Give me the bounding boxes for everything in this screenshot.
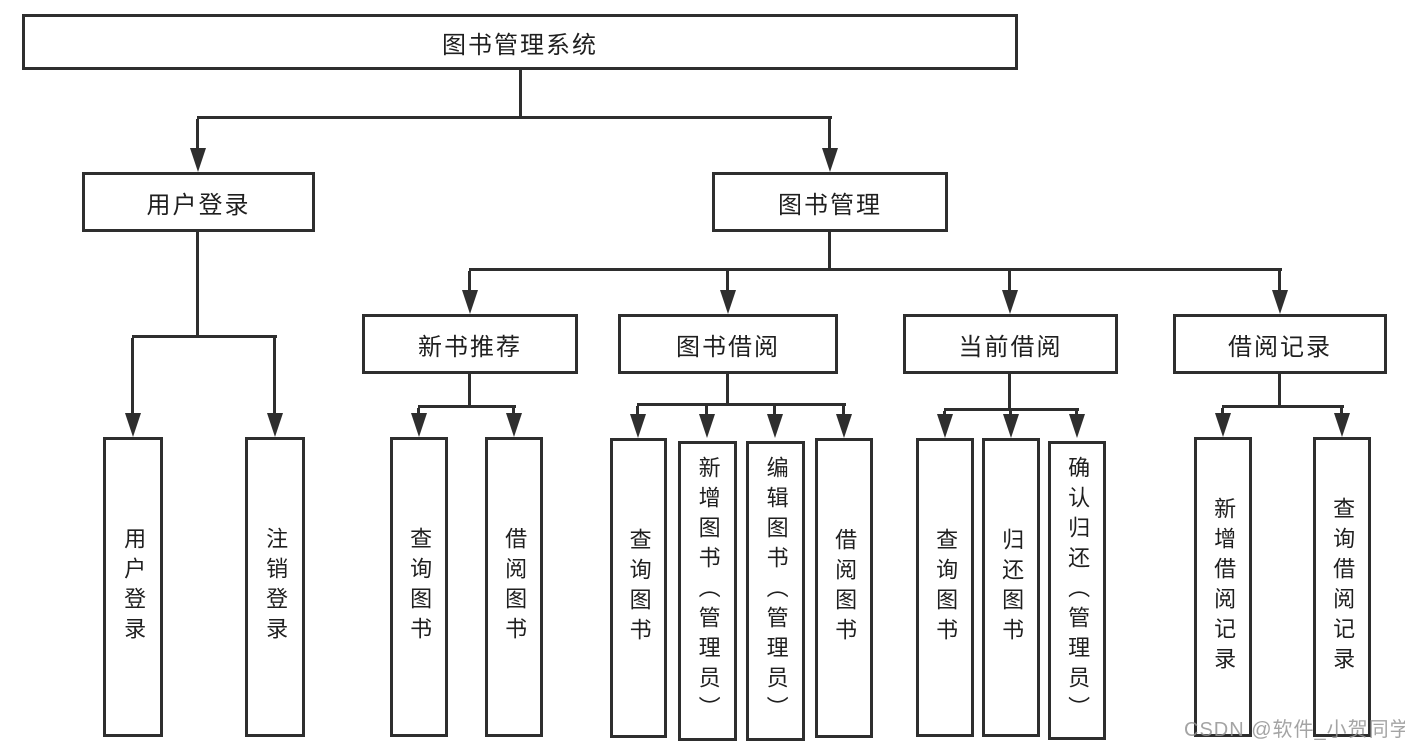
node-label: 查询图书 [407, 527, 433, 647]
connector-hline [418, 405, 516, 408]
node-new-book-recommend: 新书推荐 [362, 314, 578, 374]
node-label: 用户登录 [121, 527, 147, 647]
node-label: 新增图书（管理员） [695, 456, 721, 726]
arrow-down-icon [630, 414, 646, 438]
connector-vline [828, 232, 831, 270]
arrow-down-icon [836, 414, 852, 438]
arrow-stem [417, 408, 420, 413]
arrow-down-icon [822, 148, 838, 172]
arrow-down-icon [506, 413, 522, 437]
arrow-stem [842, 406, 845, 414]
node-query-books-current: 查询图书 [916, 438, 974, 737]
node-label: 查询图书 [933, 527, 959, 648]
node-user-login-leaf: 用户登录 [103, 437, 163, 737]
node-label: 借阅图书 [502, 527, 528, 647]
node-current-borrowing: 当前借阅 [903, 314, 1118, 374]
connector-hline [132, 335, 277, 338]
node-query-books-recommend: 查询图书 [390, 437, 448, 737]
arrow-stem [1075, 411, 1078, 414]
arrow-stem [943, 411, 946, 414]
arrow-stem [705, 406, 708, 414]
arrow-stem [726, 271, 729, 290]
node-borrowing-records: 借阅记录 [1173, 314, 1387, 374]
node-label: 用户登录 [146, 191, 251, 219]
arrow-down-icon [699, 414, 715, 438]
node-logout: 注销登录 [245, 437, 305, 737]
arrow-stem [1009, 411, 1012, 414]
node-label: 归还图书 [999, 527, 1025, 648]
arrow-stem [773, 406, 776, 414]
connector-vline [519, 70, 522, 118]
node-label: 新书推荐 [418, 333, 522, 361]
connector-hline [944, 408, 1079, 411]
arrow-stem [1008, 271, 1011, 290]
connector-vline [468, 374, 471, 407]
arrow-stem [468, 271, 471, 290]
node-add-borrow-record: 新增借阅记录 [1194, 437, 1252, 737]
node-label: 图书管理 [778, 191, 882, 219]
arrow-stem [1340, 408, 1343, 413]
node-query-books-borrowing: 查询图书 [610, 438, 667, 738]
arrow-down-icon [1069, 414, 1085, 438]
node-query-borrow-record: 查询借阅记录 [1313, 437, 1371, 737]
arrow-stem [1221, 408, 1224, 413]
node-borrow-books-recommend: 借阅图书 [485, 437, 543, 737]
node-book-borrowing: 图书借阅 [618, 314, 838, 374]
node-confirm-return-admin: 确认归还（管理员） [1048, 441, 1106, 740]
arrow-down-icon [190, 148, 206, 172]
node-label: 借阅图书 [832, 528, 858, 648]
arrow-down-icon [1334, 413, 1350, 437]
node-library-management-system: 图书管理系统 [22, 14, 1018, 70]
node-label: 图书管理系统 [442, 31, 598, 59]
arrow-stem [1278, 271, 1281, 290]
arrow-down-icon [267, 413, 283, 437]
arrow-stem [196, 119, 199, 148]
node-label: 编辑图书（管理员） [763, 456, 789, 726]
node-label: 确认归还（管理员） [1065, 455, 1091, 726]
arrow-down-icon [720, 290, 736, 314]
arrow-down-icon [125, 413, 141, 437]
node-label: 查询借阅记录 [1330, 497, 1356, 677]
node-return-book: 归还图书 [982, 438, 1040, 737]
node-label: 新增借阅记录 [1211, 497, 1237, 677]
node-edit-book-admin: 编辑图书（管理员） [746, 441, 805, 741]
connector-hline [1222, 405, 1344, 408]
node-label: 借阅记录 [1228, 333, 1332, 361]
arrow-stem [828, 119, 831, 148]
node-borrow-books-borrowing: 借阅图书 [815, 438, 873, 738]
node-user-login: 用户登录 [82, 172, 315, 232]
arrow-stem [512, 408, 515, 413]
arrow-stem [273, 338, 276, 413]
connector-vline [1008, 374, 1011, 410]
csdn-watermark: CSDN @软件_小贺同学 [1184, 719, 1405, 741]
arrow-down-icon [1272, 290, 1288, 314]
connector-vline [726, 374, 729, 405]
node-book-management: 图书管理 [712, 172, 948, 232]
arrow-down-icon [937, 414, 953, 438]
connector-hline [197, 116, 832, 119]
connector-hline [469, 268, 1282, 271]
arrow-down-icon [767, 414, 783, 438]
node-label: 查询图书 [626, 528, 652, 648]
connector-vline [196, 232, 199, 335]
arrow-down-icon [411, 413, 427, 437]
node-label: 当前借阅 [958, 333, 1063, 361]
arrow-stem [636, 406, 639, 414]
arrow-down-icon [1215, 413, 1231, 437]
node-add-book-admin: 新增图书（管理员） [678, 441, 737, 741]
node-label: 图书借阅 [676, 333, 780, 361]
arrow-down-icon [1003, 414, 1019, 438]
arrow-stem [131, 338, 134, 413]
arrow-down-icon [1002, 290, 1018, 314]
connector-hline [637, 403, 846, 406]
node-label: 注销登录 [263, 527, 289, 647]
arrow-down-icon [462, 290, 478, 314]
connector-vline [1278, 374, 1281, 407]
